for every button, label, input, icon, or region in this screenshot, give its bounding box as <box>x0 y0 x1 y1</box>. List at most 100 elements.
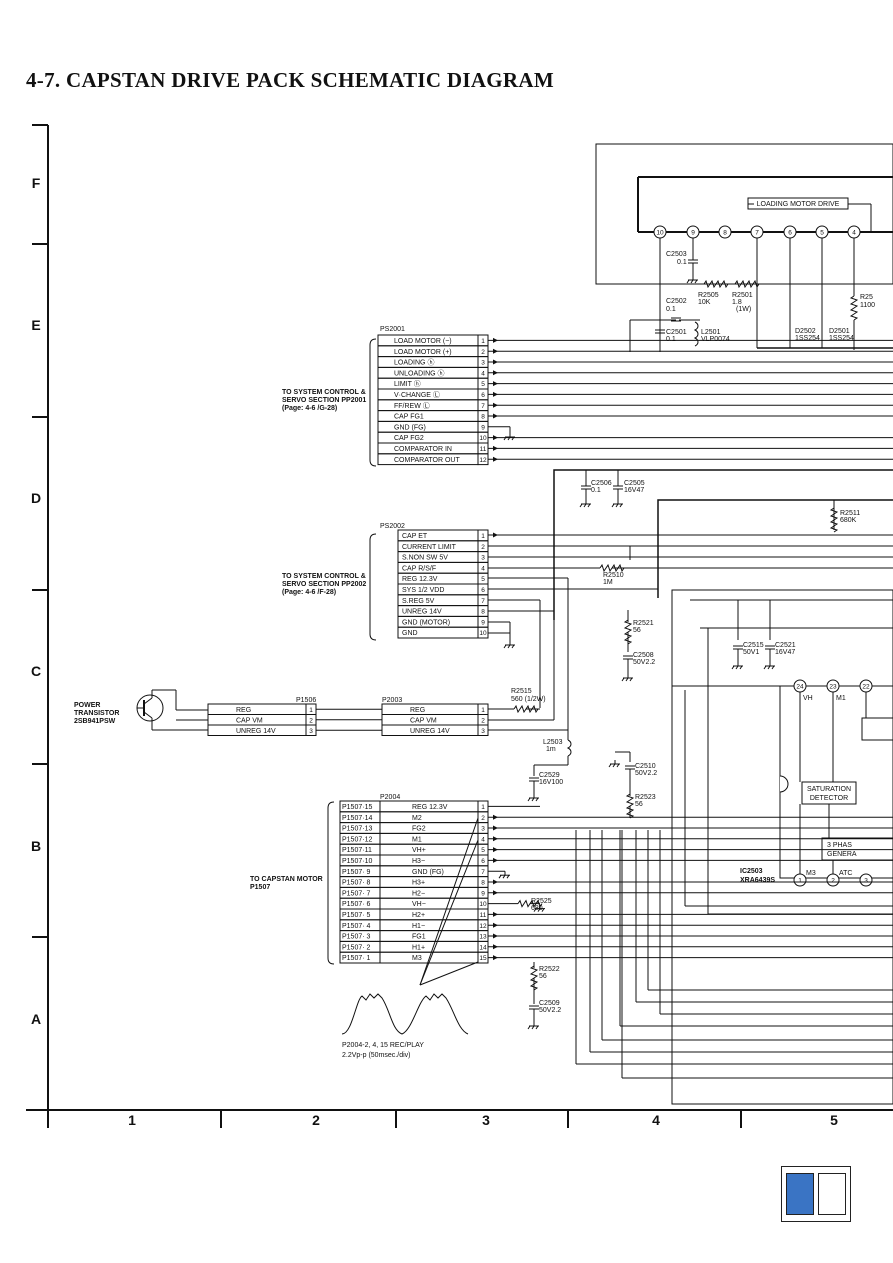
wire <box>615 503 619 508</box>
wire <box>583 503 587 508</box>
arrow-marker <box>493 944 498 950</box>
label: 56 <box>635 801 643 808</box>
wire <box>507 436 511 441</box>
ps2001-note: (Page: 4-6 /G-28) <box>282 405 337 412</box>
wire <box>587 503 591 508</box>
label: R2521 <box>633 620 654 627</box>
ps2001-pin-number: 2 <box>481 349 485 356</box>
arrow-marker <box>493 413 498 419</box>
wire <box>690 279 694 284</box>
wire <box>657 499 893 598</box>
label: C2509 <box>539 1000 560 1007</box>
p2004-pin-number: 7 <box>481 869 485 876</box>
p2004-pin-number: 15 <box>479 955 487 962</box>
p1506-pin-number: 3 <box>309 728 313 735</box>
label: 680 <box>531 905 543 912</box>
ps2001-pin-number: 9 <box>481 424 485 431</box>
ps2001-pin-label: LOAD MOTOR (+) <box>394 349 452 356</box>
wire <box>507 644 511 649</box>
arrow-marker <box>493 922 498 928</box>
ps2001-pin-number: 12 <box>479 457 487 464</box>
wire <box>498 874 502 879</box>
wire <box>553 469 893 620</box>
label: R2510 <box>603 572 624 579</box>
wire <box>731 665 735 670</box>
p2004-pin-number: 4 <box>481 836 485 843</box>
arrow-marker <box>493 391 498 397</box>
p2004-motor-pin: P1507·12 <box>342 836 372 843</box>
ps2002-pin-label: CAP ET <box>402 533 428 540</box>
power-transistor-label: TRANSISTOR <box>74 710 119 717</box>
ps2001-pin-number: 10 <box>479 435 487 442</box>
inductor <box>693 321 699 347</box>
ps2001-ref: PS2001 <box>380 326 405 333</box>
label: C2510 <box>635 763 656 770</box>
label: D2501 <box>829 328 850 335</box>
component-ref: C2503 <box>666 251 687 258</box>
block-label: 3 PHAS <box>827 842 852 849</box>
ic-pin-number: 6 <box>788 230 792 237</box>
wire <box>686 279 690 284</box>
arrow-marker <box>493 825 498 831</box>
arrow-marker <box>493 933 498 939</box>
label: 10K <box>698 299 711 306</box>
ps2001-pin-number: 8 <box>481 414 485 421</box>
p2004-cell <box>379 908 479 921</box>
label: 50V2.2 <box>635 770 657 777</box>
label: R2511 <box>840 510 860 517</box>
next-page-button[interactable] <box>818 1173 846 1215</box>
ps2002-pin-number: 5 <box>481 576 485 583</box>
p2004-pin-number: 2 <box>481 815 485 822</box>
p2004-pin-number: 9 <box>481 890 485 897</box>
wire <box>739 665 743 670</box>
ps2002-note: (Page: 4-6 /F-28) <box>282 589 336 596</box>
p2004-pin-label: H1+ <box>412 944 425 951</box>
p2004-ref: P2004 <box>380 794 400 801</box>
ic-pin-circle <box>718 225 732 239</box>
prev-page-button[interactable] <box>786 1173 814 1215</box>
ps2001-pin-label: LOADING ⓗ <box>394 359 434 367</box>
label: 560 (1/2W) <box>511 696 546 703</box>
ic2503-notch <box>779 775 789 793</box>
p2004-pin-number: 12 <box>479 923 487 930</box>
page-navigator <box>781 1166 851 1222</box>
label: L2501 <box>701 329 721 336</box>
ic2503-ref: XRA6439S <box>740 877 775 884</box>
ps2001-cell <box>377 431 479 444</box>
ic2503-pin <box>859 873 873 887</box>
wire <box>506 874 510 879</box>
label: R2505 <box>698 292 719 299</box>
p2004-pin-number: 11 <box>480 912 487 919</box>
p2003-pin-number: 2 <box>481 718 485 725</box>
p2004-pin-label: H3+ <box>412 880 425 887</box>
ps2002-pin-number: 9 <box>481 619 485 626</box>
wire <box>579 503 583 508</box>
label: 1100 <box>860 302 875 309</box>
arrow-marker <box>493 532 498 538</box>
ic-pin-number: 7 <box>755 230 759 237</box>
arrow-marker <box>493 847 498 853</box>
ps2001-cell <box>377 420 479 433</box>
p2004-pin-number: 3 <box>481 826 485 833</box>
label: VLP0074 <box>701 336 730 343</box>
label: 50V1 <box>743 649 759 656</box>
p2004-pin-label: H2− <box>412 890 425 897</box>
label: 1m <box>546 746 556 753</box>
p2004-pin-label: H2+ <box>412 912 425 919</box>
p2003-ref: P2003 <box>382 697 402 704</box>
ic2503-pin-label: ATC <box>839 870 852 877</box>
p2004-cell <box>379 832 479 845</box>
wire <box>533 908 537 912</box>
ic-pin-number: 8 <box>723 230 727 237</box>
label: R25 <box>860 294 873 301</box>
ps2001-pin-number: 4 <box>481 370 485 377</box>
p2004-pin-label: VH− <box>412 901 426 908</box>
page-title: 4-7. CAPSTAN DRIVE PACK SCHEMATIC DIAGRA… <box>26 68 554 92</box>
ps2002-ref: PS2002 <box>380 523 405 530</box>
ps2001-pin-number: 1 <box>481 338 485 345</box>
grid-row-label: E <box>31 317 40 333</box>
label: 1.8 <box>732 299 742 306</box>
ps2001-pin-label: COMPARATOR OUT <box>394 457 460 464</box>
bracket <box>369 338 377 467</box>
